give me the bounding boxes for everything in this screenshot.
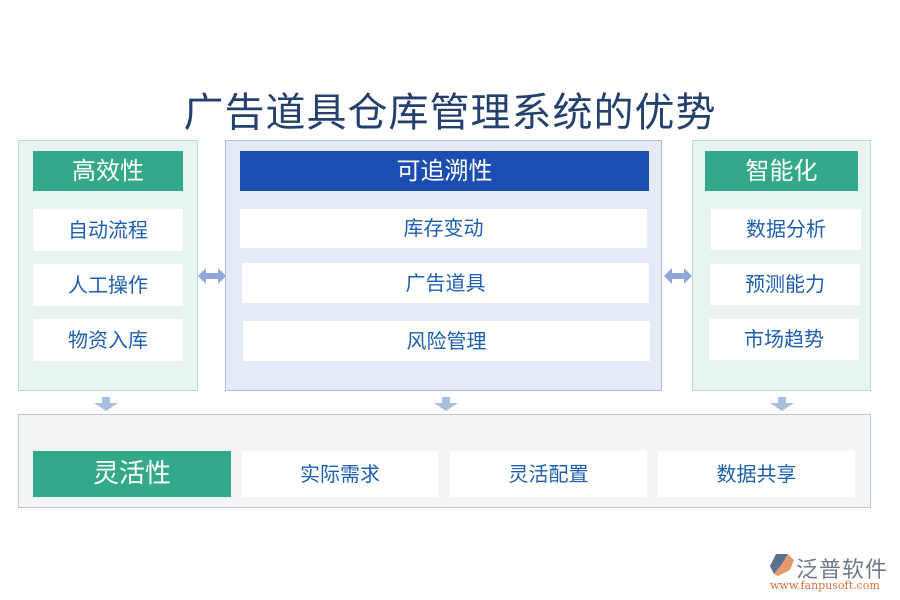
traceability-panel: 可追溯性 库存变动 广告道具 风险管理 — [225, 140, 662, 391]
efficiency-item: 人工操作 — [33, 264, 183, 306]
efficiency-header: 高效性 — [33, 151, 183, 191]
traceability-item: 广告道具 — [242, 263, 649, 303]
intelligence-panel: 智能化 数据分析 预测能力 市场趋势 — [692, 140, 871, 391]
fanpu-logo-icon — [770, 554, 794, 576]
bidirectional-arrow-icon — [198, 268, 226, 284]
flexibility-header: 灵活性 — [33, 451, 231, 497]
diagram-title: 广告道具仓库管理系统的优势 — [183, 90, 717, 136]
down-arrow-icon — [434, 397, 458, 411]
bidirectional-arrow-icon — [664, 268, 692, 284]
down-arrow-icon — [770, 397, 794, 411]
fanpu-logo: 泛普软件 www.fanpusoft.com — [770, 552, 895, 592]
intelligence-header: 智能化 — [705, 151, 858, 191]
flexibility-item: 实际需求 — [242, 451, 438, 497]
logo-name: 泛普软件 — [796, 558, 889, 583]
down-arrow-icon — [94, 397, 118, 411]
traceability-item: 库存变动 — [240, 209, 647, 248]
logo-url: www.fanpusoft.com — [770, 579, 880, 592]
efficiency-item: 物资入库 — [33, 319, 183, 361]
flexibility-item: 灵活配置 — [450, 451, 647, 497]
traceability-header: 可追溯性 — [240, 151, 649, 191]
traceability-item: 风险管理 — [243, 321, 650, 361]
intelligence-item: 预测能力 — [710, 264, 860, 305]
flexibility-panel: 灵活性 实际需求 灵活配置 数据共享 — [18, 414, 871, 508]
intelligence-item: 数据分析 — [711, 209, 861, 250]
flexibility-item: 数据共享 — [658, 451, 855, 497]
efficiency-panel: 高效性 自动流程 人工操作 物资入库 — [18, 140, 198, 391]
intelligence-item: 市场趋势 — [709, 319, 859, 360]
efficiency-item: 自动流程 — [33, 209, 183, 251]
